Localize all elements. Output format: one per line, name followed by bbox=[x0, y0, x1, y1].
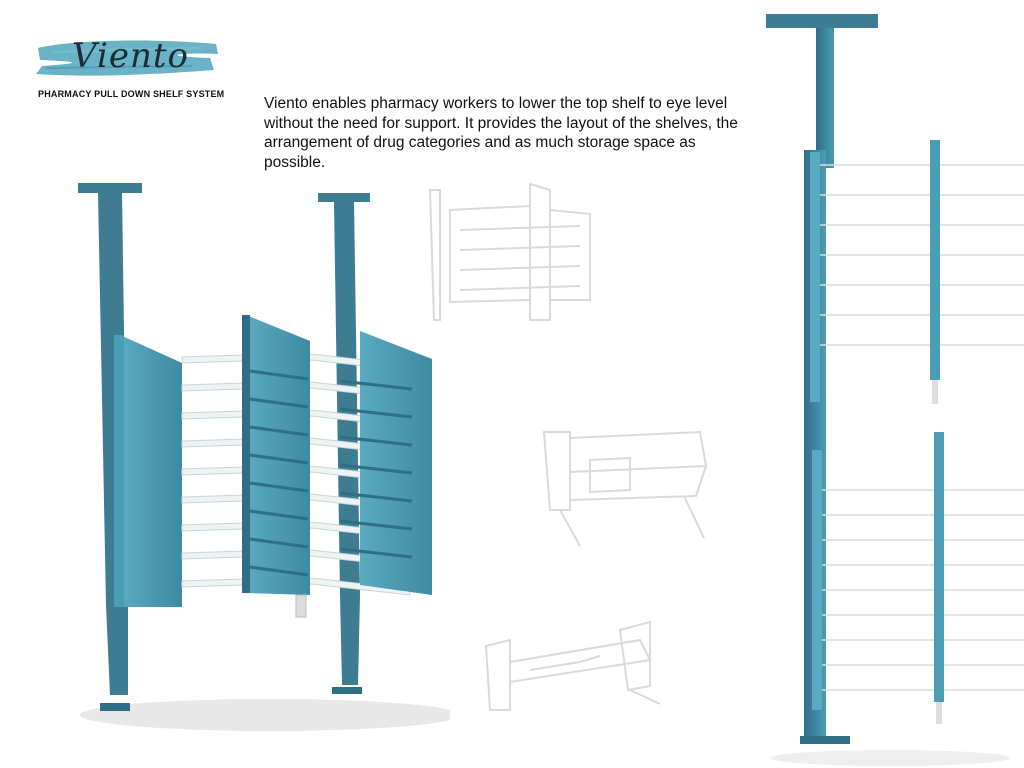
shelf-closeup-illustration bbox=[766, 14, 1024, 766]
product-subtitle: PHARMACY PULL DOWN SHELF SYSTEM bbox=[38, 89, 225, 99]
product-description: Viento enables pharmacy workers to lower… bbox=[264, 95, 738, 171]
brand-logo: Viento bbox=[32, 34, 222, 82]
sketch-drawings bbox=[428, 182, 708, 711]
brush-stroke-icon bbox=[36, 40, 218, 76]
shelf-unit-illustration bbox=[78, 183, 450, 731]
logo-wordmark: Viento bbox=[72, 36, 189, 76]
